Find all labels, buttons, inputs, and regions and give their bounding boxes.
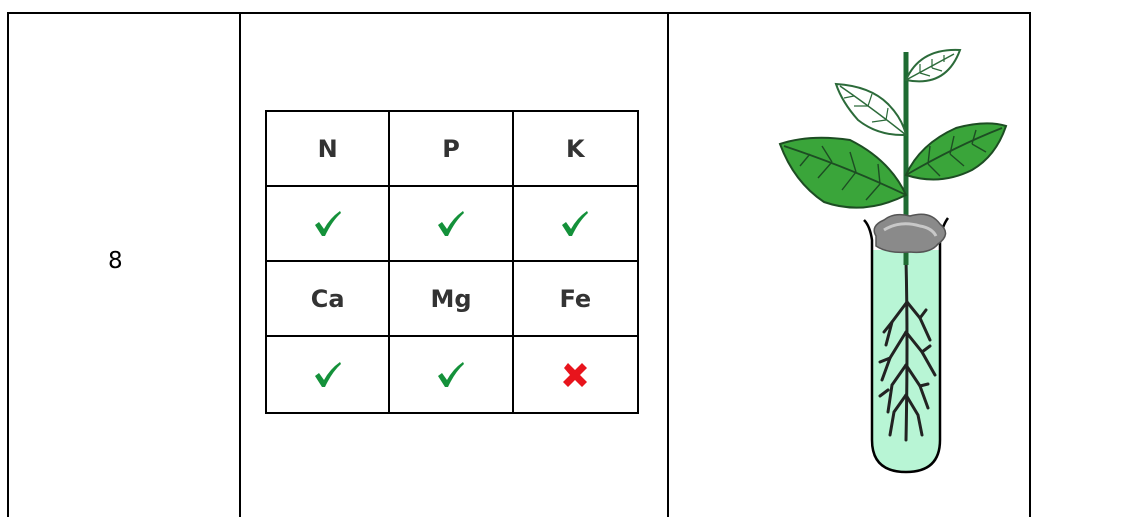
nutrient-grid: N P K Ca Mg Fe (265, 110, 639, 414)
cotton-plug (873, 213, 947, 254)
table-right-border (1029, 12, 1031, 517)
check-icon (437, 361, 464, 387)
nutrient-mark-fe (514, 337, 637, 412)
roots (878, 258, 937, 442)
table-top-border (7, 12, 1030, 14)
check-icon (314, 210, 341, 236)
pale-leaves (834, 48, 962, 137)
nutrient-symbol-n: N (267, 112, 391, 187)
nutrient-symbol-fe: Fe (513, 262, 637, 337)
nutrient-mark-mg (390, 337, 514, 412)
nutrient-symbol-p: P (390, 112, 514, 187)
table-left-border (7, 12, 9, 517)
nutrient-mark-p (390, 187, 514, 262)
green-leaves (778, 122, 1008, 209)
column-divider-2 (667, 12, 669, 517)
plant-in-test-tube-icon (778, 48, 1008, 474)
row-number: 8 (108, 248, 123, 274)
nutrient-mark-ca (267, 337, 391, 412)
nutrient-symbol-ca: Ca (267, 262, 391, 337)
check-icon (437, 210, 464, 236)
nutrient-symbol-k: K (513, 112, 637, 187)
nutrient-mark-k (513, 187, 637, 262)
cross-icon (563, 362, 588, 387)
nutrient-symbol-mg: Mg (390, 262, 514, 337)
check-icon (562, 210, 589, 236)
nutrient-mark-n (267, 187, 391, 262)
column-divider-1 (239, 12, 241, 517)
check-icon (314, 361, 341, 387)
